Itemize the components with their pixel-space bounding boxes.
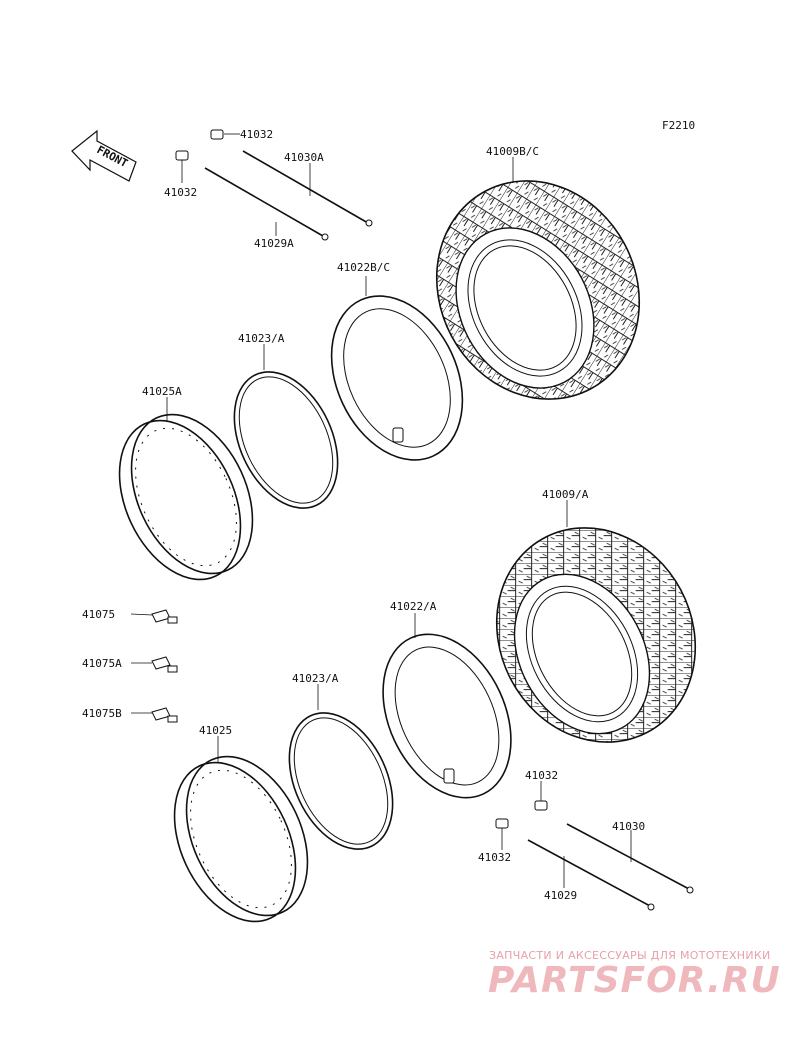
label-41023a-bottom: 41023/A <box>292 672 339 685</box>
axle-41030-icon <box>566 823 690 890</box>
label-41022b-c: 41022B/C <box>337 261 390 274</box>
watermark-brand-logo: PARTSFOR.RU <box>488 960 781 1001</box>
label-41023a-top: 41023/A <box>238 332 285 345</box>
axle-41029-icon <box>527 839 651 907</box>
label-41032-bot-a: 41032 <box>525 769 558 782</box>
label-41009a: 41009/A <box>542 488 589 501</box>
label-41029: 41029 <box>544 889 577 902</box>
rim-band-41023a-bottom <box>288 712 394 850</box>
label-41022a: 41022/A <box>390 600 437 613</box>
label-41075a: 41075A <box>82 657 122 670</box>
label-41032-top-a: 41032 <box>240 128 273 141</box>
rim-band-41023a-top <box>233 371 339 509</box>
tire-41009a <box>495 527 697 743</box>
valve-stem-icon <box>151 609 178 723</box>
axle-41030a-icon <box>242 150 369 224</box>
label-41032-top-b: 41032 <box>164 186 197 199</box>
label-41075b: 41075B <box>82 707 122 720</box>
tube-41022b-c <box>330 295 464 461</box>
figure-code: F2210 <box>662 119 695 132</box>
tube-41022a <box>382 633 512 799</box>
axle-41029a-icon <box>204 167 324 237</box>
label-41029a: 41029A <box>254 237 294 250</box>
valve-icon <box>392 427 404 443</box>
label-41030: 41030 <box>612 820 645 833</box>
label-41025: 41025 <box>199 724 232 737</box>
spoke-nipple-icon <box>175 129 224 161</box>
label-41030a: 41030A <box>284 151 324 164</box>
valve-icon-bottom <box>443 768 455 784</box>
rim-41025 <box>173 755 309 923</box>
label-41009b-c: 41009B/C <box>486 145 539 158</box>
front-arrow-icon: FRONT <box>71 129 137 182</box>
label-41025a: 41025A <box>142 385 182 398</box>
label-41075: 41075 <box>82 608 115 621</box>
spoke-nipple-icon-bottom <box>495 800 548 829</box>
label-41032-bot-b: 41032 <box>478 851 511 864</box>
watermark-tagline: ЗАПЧАСТИ И АКСЕССУАРЫ ДЛЯ МОТОТЕХНИКИ <box>489 949 771 962</box>
rim-41025a <box>118 413 254 581</box>
tire-41009b-c <box>435 180 641 400</box>
